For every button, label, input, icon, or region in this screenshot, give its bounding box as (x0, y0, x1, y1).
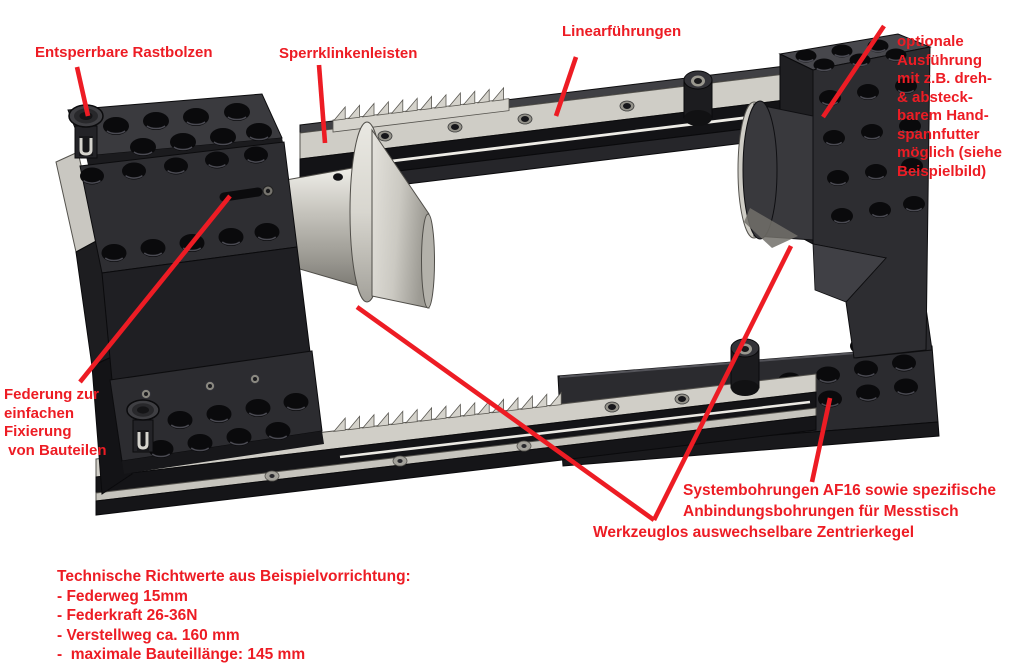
zentrierkegel-right (737, 100, 814, 248)
rack-teeth-bottom (333, 391, 562, 432)
zentrierkegel-holder-top (683, 70, 713, 126)
label-zentrierkegel: Werkzeuglos auswechselbare Zentrierkegel (593, 524, 915, 541)
leader-lines (74, 24, 886, 522)
label-rastbolzen: Entsperrbare Rastbolzen (35, 44, 213, 61)
leader-federung (78, 194, 232, 384)
leader-zentrierkegel-r (651, 244, 794, 522)
label-systembohrungen: Systembohrungen AF16 sowie spezifische A… (683, 482, 996, 520)
leader-zentrierkegel-l (355, 305, 656, 522)
zentrierkegel-holder-bottom (730, 338, 760, 396)
leader-linearfuehrung (553, 56, 579, 117)
leader-rastbolzen (74, 66, 91, 117)
leader-optional (821, 24, 886, 119)
bottom-linear-guide (95, 373, 817, 516)
left-carriage (67, 93, 324, 474)
rack-teeth-top (333, 86, 504, 121)
zentrierkegel-left (285, 121, 435, 309)
label-optionale-ausfuehrung: optionale Ausführung mit z.B. dreh- & ab… (897, 33, 1003, 180)
label-linearfuehrungen: Linearführungen (562, 23, 682, 40)
label-federung: Federung zur einfachen Fixierung von Bau… (4, 386, 107, 459)
label-technische-richtwerte: Technische Richtwerte aus Beispielvorric… (57, 568, 411, 663)
label-sperrklinkenleisten: Sperrklinkenleisten (279, 45, 418, 62)
leader-systembohrungen (809, 397, 833, 483)
leader-sperrklinken (316, 64, 328, 144)
rastbolzen-bottom (126, 399, 160, 453)
